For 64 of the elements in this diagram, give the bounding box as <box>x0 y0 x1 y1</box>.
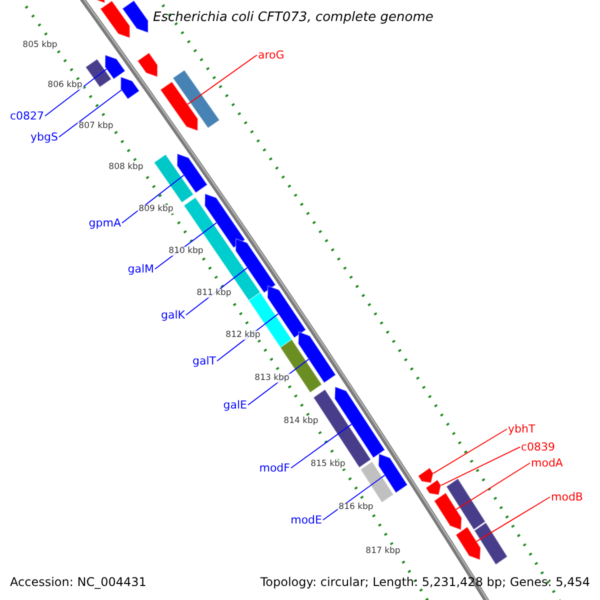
gene-feature <box>104 54 126 80</box>
leader-line <box>476 496 550 542</box>
gene-label: ybgS <box>30 132 58 142</box>
scale-label: 817 kbp <box>364 546 402 556</box>
leader-line <box>456 462 530 510</box>
scale-label: 809 kbp <box>138 204 174 214</box>
gene-label: c0839 <box>521 442 556 452</box>
leader-line <box>322 474 386 520</box>
scale-label: 815 kbp <box>310 460 346 468</box>
scale-label: 810 kbp <box>168 246 204 256</box>
scale-label: 807 kbp <box>78 122 114 130</box>
gene-label: galE <box>223 400 247 410</box>
gene-feature <box>235 238 276 294</box>
gene-feature <box>298 331 336 384</box>
gene-label: galM <box>128 264 154 274</box>
scale-label: 811 kbp <box>196 288 232 298</box>
gene-bar <box>183 196 261 302</box>
gene-label: galK <box>161 310 185 320</box>
gene-feature <box>267 285 306 338</box>
leader-line <box>44 68 108 116</box>
gene-feature <box>425 479 442 496</box>
gene-feature <box>334 386 386 458</box>
gene-label: modB <box>551 492 583 502</box>
gene-feature <box>204 193 246 248</box>
gene-label: galT <box>192 356 216 366</box>
gene-label: modF <box>259 462 290 474</box>
gene-label: modE <box>290 514 322 526</box>
gene-label: c0827 <box>10 110 44 122</box>
map-title: Escherichia coli CFT073, complete genome <box>153 11 434 24</box>
leader-line <box>58 90 122 138</box>
leader-line <box>122 174 184 224</box>
gene-feature <box>122 0 149 34</box>
scale-label: 812 kbp <box>224 330 262 340</box>
gene-feature <box>378 453 408 494</box>
gene-feature <box>176 153 208 194</box>
gene-label: gpmA <box>88 218 121 228</box>
scale-label: 813 kbp <box>254 374 290 382</box>
gene-feature <box>455 526 482 561</box>
gene-bar <box>153 154 194 204</box>
gene-feature <box>136 52 158 78</box>
gene-feature <box>160 81 198 132</box>
leader-line <box>432 428 508 474</box>
scale-label: 805 kbp <box>22 40 58 50</box>
scale-label: 808 kbp <box>108 162 144 172</box>
gene-bar <box>172 69 220 129</box>
scale-label: 806 kbp <box>46 80 84 90</box>
topology-text: Topology: circular; Length: 5,231,428 bp; Genes: 5,454 <box>260 576 590 588</box>
gene-feature <box>100 0 130 39</box>
gene-feature <box>418 467 434 484</box>
gene-feature <box>120 76 140 100</box>
gene-feature <box>434 492 462 531</box>
scale-label: 814 kbp <box>282 416 320 426</box>
gene-label: ybhT <box>508 424 536 434</box>
scale-label: 816 kbp <box>338 502 374 512</box>
gene-bar <box>474 522 508 566</box>
leader-line <box>187 54 258 105</box>
gene-bar <box>360 460 394 504</box>
gene-bar <box>446 478 486 530</box>
gene-label: modA <box>531 458 563 468</box>
accession-text: Accession: NC_004431 <box>10 576 146 588</box>
leader-line <box>440 446 520 486</box>
gene-bar <box>84 58 112 88</box>
leader-line <box>290 424 352 468</box>
gene-label: aroG <box>258 50 284 60</box>
